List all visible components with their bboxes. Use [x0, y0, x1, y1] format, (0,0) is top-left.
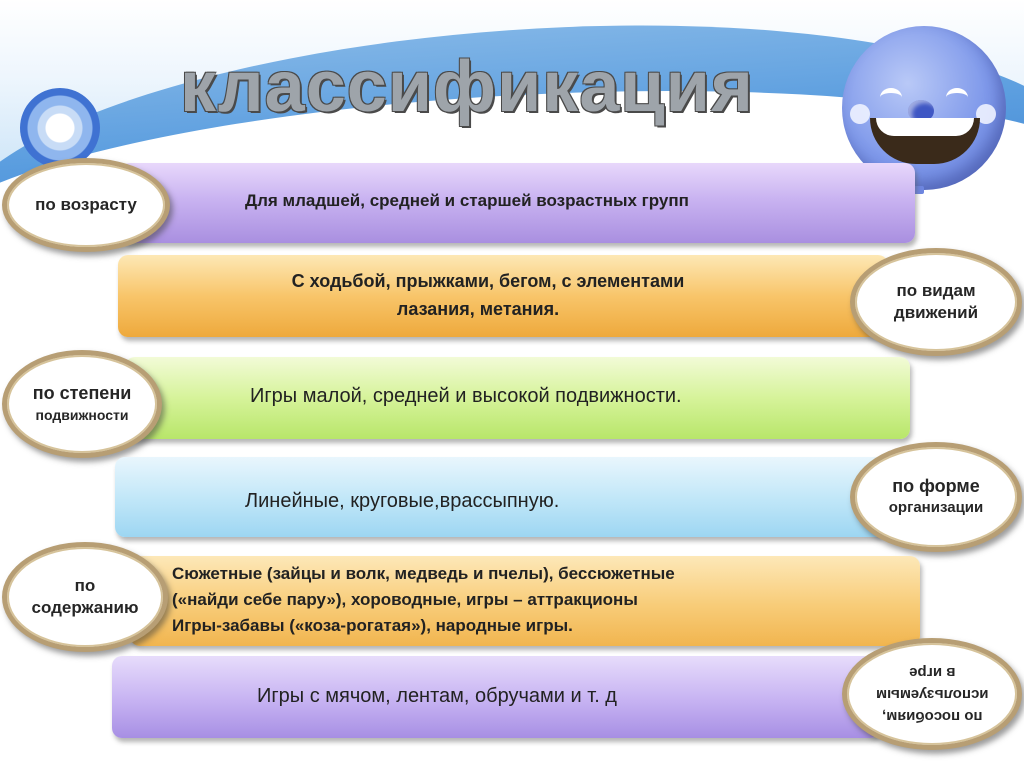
- category-label: организации: [888, 499, 984, 516]
- category-label: по видам: [896, 281, 976, 300]
- classification-bar-organization: Линейные, круговые,врассыпную.: [115, 457, 885, 537]
- bar-text: лазания, метания.: [396, 299, 560, 319]
- category-label: по возрасту: [35, 195, 137, 214]
- classification-bar-mobility: Игры малой, средней и высокой подвижност…: [125, 357, 910, 439]
- category-label: содержанию: [31, 598, 139, 617]
- category-label: движений: [893, 303, 979, 322]
- bar-text: Игры малой, средней и высокой подвижност…: [250, 385, 682, 407]
- category-oval-content: по содержанию: [2, 542, 168, 652]
- balloon-mouth: [870, 118, 980, 164]
- smiling-balloon-icon: [842, 26, 1006, 190]
- balloon-knot: [912, 186, 924, 194]
- category-oval-age: по возрасту: [2, 158, 170, 252]
- category-label: по степени: [32, 383, 132, 403]
- page-title: классификация: [180, 47, 754, 127]
- bar-text: Игры-забавы («коза-рогатая»), народные и…: [172, 616, 573, 635]
- classification-bar-movements: С ходьбой, прыжками, бегом, с элементами…: [118, 255, 888, 337]
- bar-text: Для младшей, средней и старшей возрастны…: [245, 191, 689, 210]
- bar-text: («найди себе пару»), хороводные, игры – …: [172, 590, 638, 609]
- balloon-cheek: [976, 104, 996, 124]
- classification-bar-content: Сюжетные (зайцы и волк, медведь и пчелы)…: [130, 556, 920, 646]
- category-oval-movements: по видам движений: [850, 248, 1022, 356]
- bubble-icon: [20, 88, 100, 168]
- category-label: по: [74, 576, 96, 595]
- balloon-nose: [908, 100, 934, 122]
- bar-text: С ходьбой, прыжками, бегом, с элементами: [291, 271, 685, 291]
- balloon-cheek: [850, 104, 870, 124]
- category-label: в игре: [908, 664, 956, 681]
- bar-text: Сюжетные (зайцы и волк, медведь и пчелы)…: [172, 564, 675, 583]
- classification-bar-aids: Игры с мячом, лентам, обручами и т. д: [112, 656, 880, 738]
- category-label: по пособиям,: [881, 708, 983, 725]
- category-oval-organization: по форме организации: [850, 442, 1022, 552]
- classification-bar-age: Для младшей, средней и старшей возрастны…: [120, 163, 915, 243]
- category-label: используемым: [875, 686, 989, 703]
- category-label: по форме: [892, 476, 980, 496]
- bar-text: Линейные, круговые,врассыпную.: [245, 490, 560, 512]
- balloon-eye: [880, 88, 902, 107]
- balloon-eye: [946, 88, 968, 107]
- category-label: подвижности: [35, 407, 129, 423]
- category-oval-aids: по пособиям, используемым в игре: [842, 638, 1022, 750]
- bar-text: Игры с мячом, лентам, обручами и т. д: [257, 685, 617, 707]
- category-oval-mobility: по степени подвижности: [2, 350, 162, 458]
